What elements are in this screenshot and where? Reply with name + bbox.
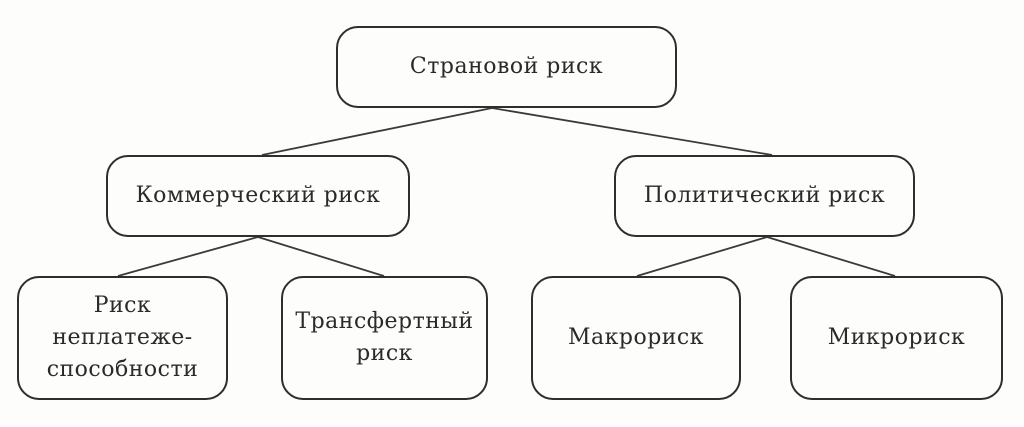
node-micro-risk: Микрориск — [790, 276, 1003, 400]
connector-political-micro — [766, 236, 896, 277]
node-macro-risk: Макрориск — [531, 276, 741, 400]
node-non-payment-risk: Риск неплатеже- способности — [17, 276, 228, 400]
connector-commercial-transfer — [257, 236, 385, 277]
node-country-risk: Страновой риск — [336, 26, 677, 108]
node-commercial-risk: Коммерческий риск — [106, 155, 410, 237]
node-political-risk: Политический риск — [614, 155, 915, 237]
node-transfer-risk: Трансфертный риск — [281, 276, 488, 400]
connector-root-commercial — [261, 107, 493, 156]
connector-commercial-nonpayment — [117, 236, 259, 277]
connector-political-macro — [636, 236, 768, 277]
connector-root-political — [491, 107, 773, 156]
